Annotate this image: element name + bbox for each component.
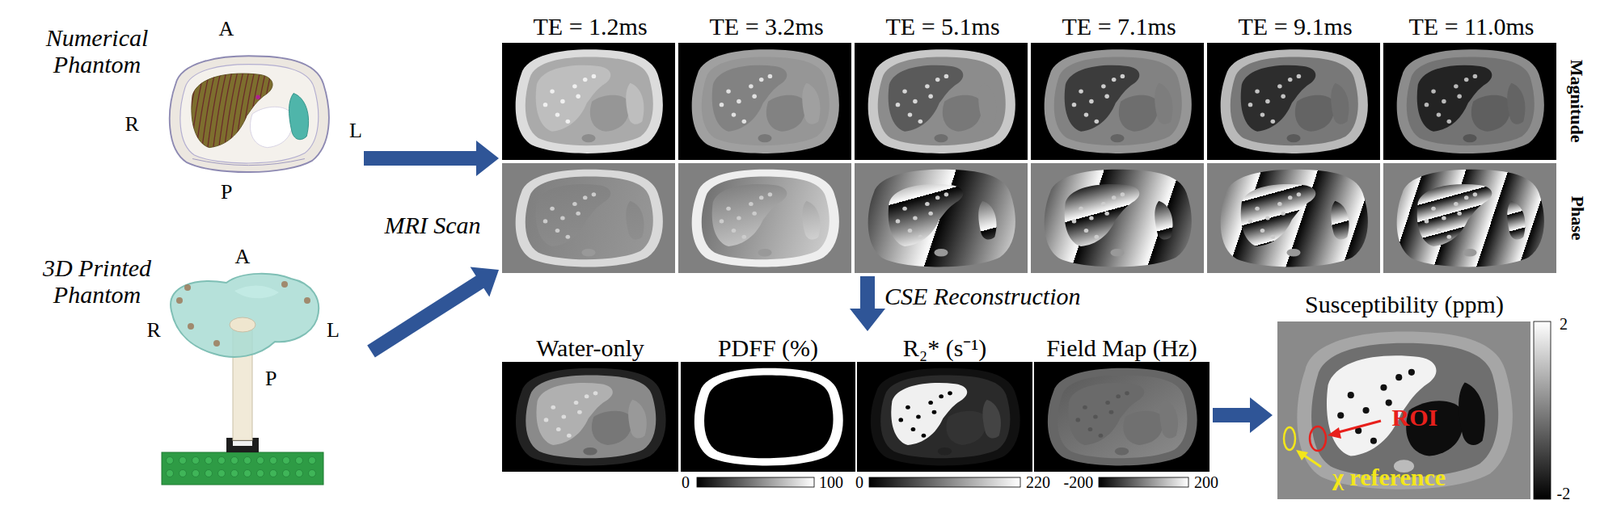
colorbar-tick: 0: [681, 473, 690, 492]
image-panel: Numerical Phantom: [16, 16, 361, 204]
flow-arrow: [363, 140, 499, 177]
step-label: MRI Scan: [384, 211, 482, 239]
flow-arrow: [849, 276, 886, 332]
row-label: Magnitude: [1566, 59, 1587, 144]
image-panel: Water-only: [502, 334, 679, 474]
roi-label: ROI: [1392, 404, 1439, 431]
orientation-label: L: [326, 319, 340, 343]
flow-arrow: [367, 267, 499, 359]
echo-time: TE = 5.1ms: [886, 12, 1001, 40]
orientation-label: R: [147, 319, 161, 343]
panel-title: R₂* (s⁻¹): [856, 334, 1033, 362]
orientation-label: A: [235, 245, 251, 270]
orientation-label: P: [220, 181, 233, 205]
image-panel: PDFF (%): [680, 334, 856, 474]
colorbar-tick: 200: [1194, 473, 1219, 492]
edge-label: CSE Reconstruction: [884, 282, 1081, 310]
echo-time: TE = 11.0ms: [1409, 12, 1535, 40]
echo-time: TE = 3.2ms: [709, 12, 824, 40]
image-panel: MagnitudePhase: [502, 42, 1596, 274]
row-label: Phase: [1566, 196, 1587, 241]
echo-time: TE = 9.1ms: [1238, 12, 1353, 40]
panel-title: PDFF (%): [680, 334, 856, 362]
reference-label: χ reference: [1332, 464, 1446, 491]
colorbar-tick: 100: [818, 473, 844, 492]
flow-arrow: [1212, 397, 1273, 434]
colorbar-tick: 220: [1025, 473, 1051, 492]
colorbar-tick: -200: [1063, 473, 1094, 492]
echo-time: TE = 7.1ms: [1062, 12, 1177, 40]
orientation-label: R: [125, 113, 140, 137]
image-panel: R₂* (s⁻¹): [856, 334, 1033, 474]
colorbar-tick: -2: [1557, 485, 1571, 503]
panel-title: Susceptibility (ppm): [1275, 291, 1533, 318]
panel-title: 3D Printed Phantom: [20, 254, 174, 309]
panel-title: Numerical Phantom: [20, 24, 174, 78]
orientation-label: A: [219, 17, 235, 42]
orientation-label: P: [265, 367, 277, 392]
echo-time: TE = 1.2ms: [533, 12, 648, 40]
image-panel: 3D Printed Phantom: [16, 242, 368, 490]
image-panel: Field Map (Hz): [1034, 334, 1210, 474]
panel-title: Field Map (Hz): [1034, 334, 1210, 362]
panel-title: Water-only: [502, 334, 679, 362]
colorbar-tick: 2: [1559, 315, 1568, 334]
colorbar-tick: 0: [855, 473, 864, 492]
orientation-label: L: [349, 119, 363, 144]
